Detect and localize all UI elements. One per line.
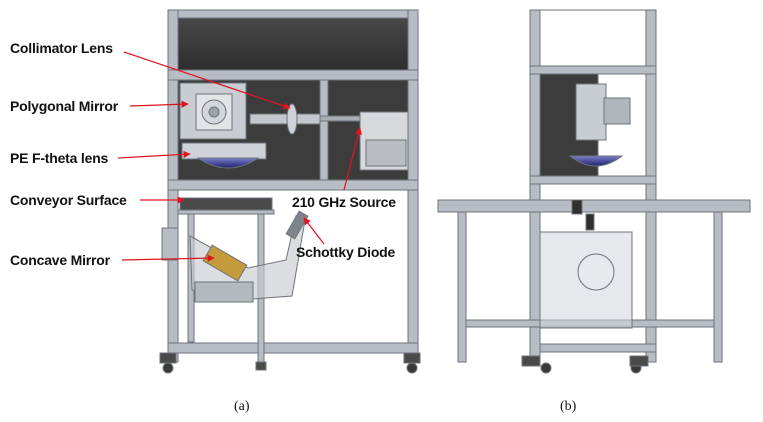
label-pe-ftheta-lens: PE F-theta lens (10, 150, 109, 166)
arrow-concave (121, 254, 215, 262)
concave-mirror (202, 244, 248, 282)
arrow-source (343, 127, 362, 191)
label-conveyor-surface: Conveyor Surface (10, 192, 127, 208)
conveyor-table (437, 199, 751, 213)
view-a-frame (159, 9, 421, 374)
caption-b: (b) (560, 399, 577, 414)
label-schottky-diode: Schottky Diode (296, 244, 396, 260)
label-concave-mirror: Concave Mirror (10, 252, 110, 268)
label-210ghz-source: 210 GHz Source (292, 194, 396, 210)
arrow-polygonal (129, 100, 189, 108)
ftheta-lens-mount (181, 142, 267, 160)
arrow-collimator (123, 51, 291, 110)
b-top-enclosure (531, 9, 649, 67)
b-ftheta-lens (568, 155, 624, 167)
ftheta-lens (196, 157, 260, 169)
caption-a: (a) (234, 399, 250, 414)
collimator-lens-disc (286, 103, 298, 135)
label-polygonal-mirror: Polygonal Mirror (10, 98, 119, 114)
conveyor (179, 197, 273, 211)
callout-arrows (117, 51, 362, 262)
view-b-frame (437, 9, 751, 374)
arrow-schottky (303, 217, 325, 245)
label-collimator-lens: Collimator Lens (10, 40, 113, 56)
top-enclosure (175, 13, 410, 71)
collimator-tube (249, 113, 321, 125)
arrow-ftheta (117, 150, 191, 159)
